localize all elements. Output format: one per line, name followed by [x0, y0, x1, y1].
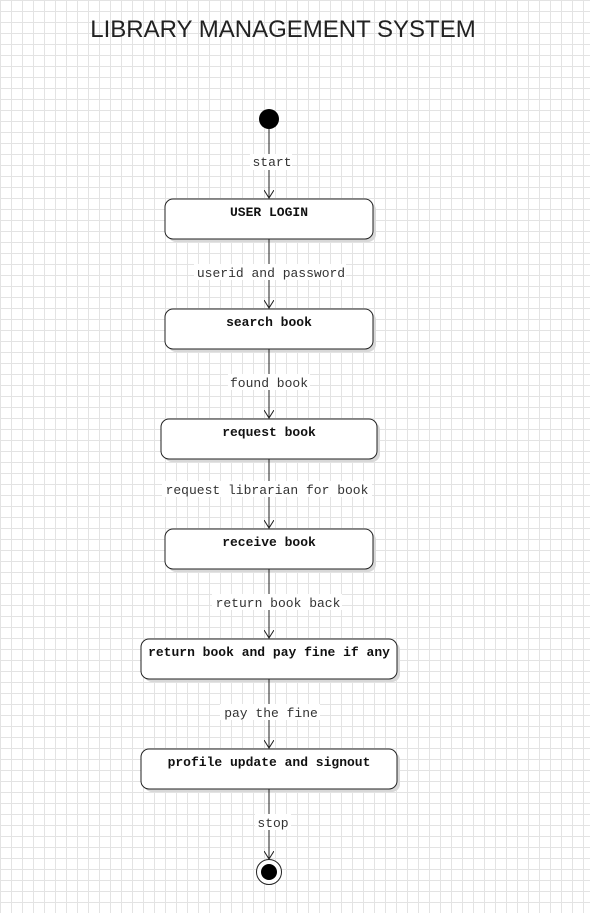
state-label-search-book: search book [226, 315, 312, 330]
state-label-user-login: USER LOGIN [230, 205, 308, 220]
state-label-profile-update-and-signout: profile update and signout [168, 755, 371, 770]
initial-node[interactable] [259, 109, 279, 129]
transition-label-pay-the-fine: pay the fine [224, 706, 318, 721]
transition-label-return-book-back: return book back [216, 596, 341, 611]
final-node[interactable] [256, 859, 282, 885]
state-search-book[interactable]: search book [164, 308, 376, 352]
transition-userid-and-password[interactable]: userid and password [194, 239, 346, 308]
state-receive-book[interactable]: receive book [164, 528, 376, 572]
state-label-return-book-and-pay-fine: return book and pay fine if any [148, 645, 390, 660]
state-request-book[interactable]: request book [160, 418, 380, 462]
state-return-book-and-pay-fine[interactable]: return book and pay fine if any [140, 638, 400, 682]
state-label-receive-book: receive book [222, 535, 316, 550]
state-user-login[interactable]: USER LOGIN [164, 198, 376, 242]
transition-request-librarian-for-book[interactable]: request librarian for book [162, 459, 372, 528]
transition-label-stop: stop [257, 816, 288, 831]
state-label-request-book: request book [222, 425, 316, 440]
transition-start[interactable]: start [250, 129, 292, 198]
transition-return-book-back[interactable]: return book back [212, 569, 342, 638]
transition-stop[interactable]: stop [255, 789, 291, 859]
diagram-title: LIBRARY MANAGEMENT SYSTEM [90, 16, 475, 43]
transition-pay-the-fine[interactable]: pay the fine [220, 679, 320, 748]
transition-label-request-librarian-for-book: request librarian for book [166, 483, 369, 498]
transition-label-start: start [252, 155, 291, 170]
state-profile-update-and-signout[interactable]: profile update and signout [140, 748, 400, 792]
transition-label-userid-and-password: userid and password [197, 266, 345, 281]
transition-label-found-book: found book [230, 376, 308, 391]
transition-found-book[interactable]: found book [228, 349, 310, 418]
